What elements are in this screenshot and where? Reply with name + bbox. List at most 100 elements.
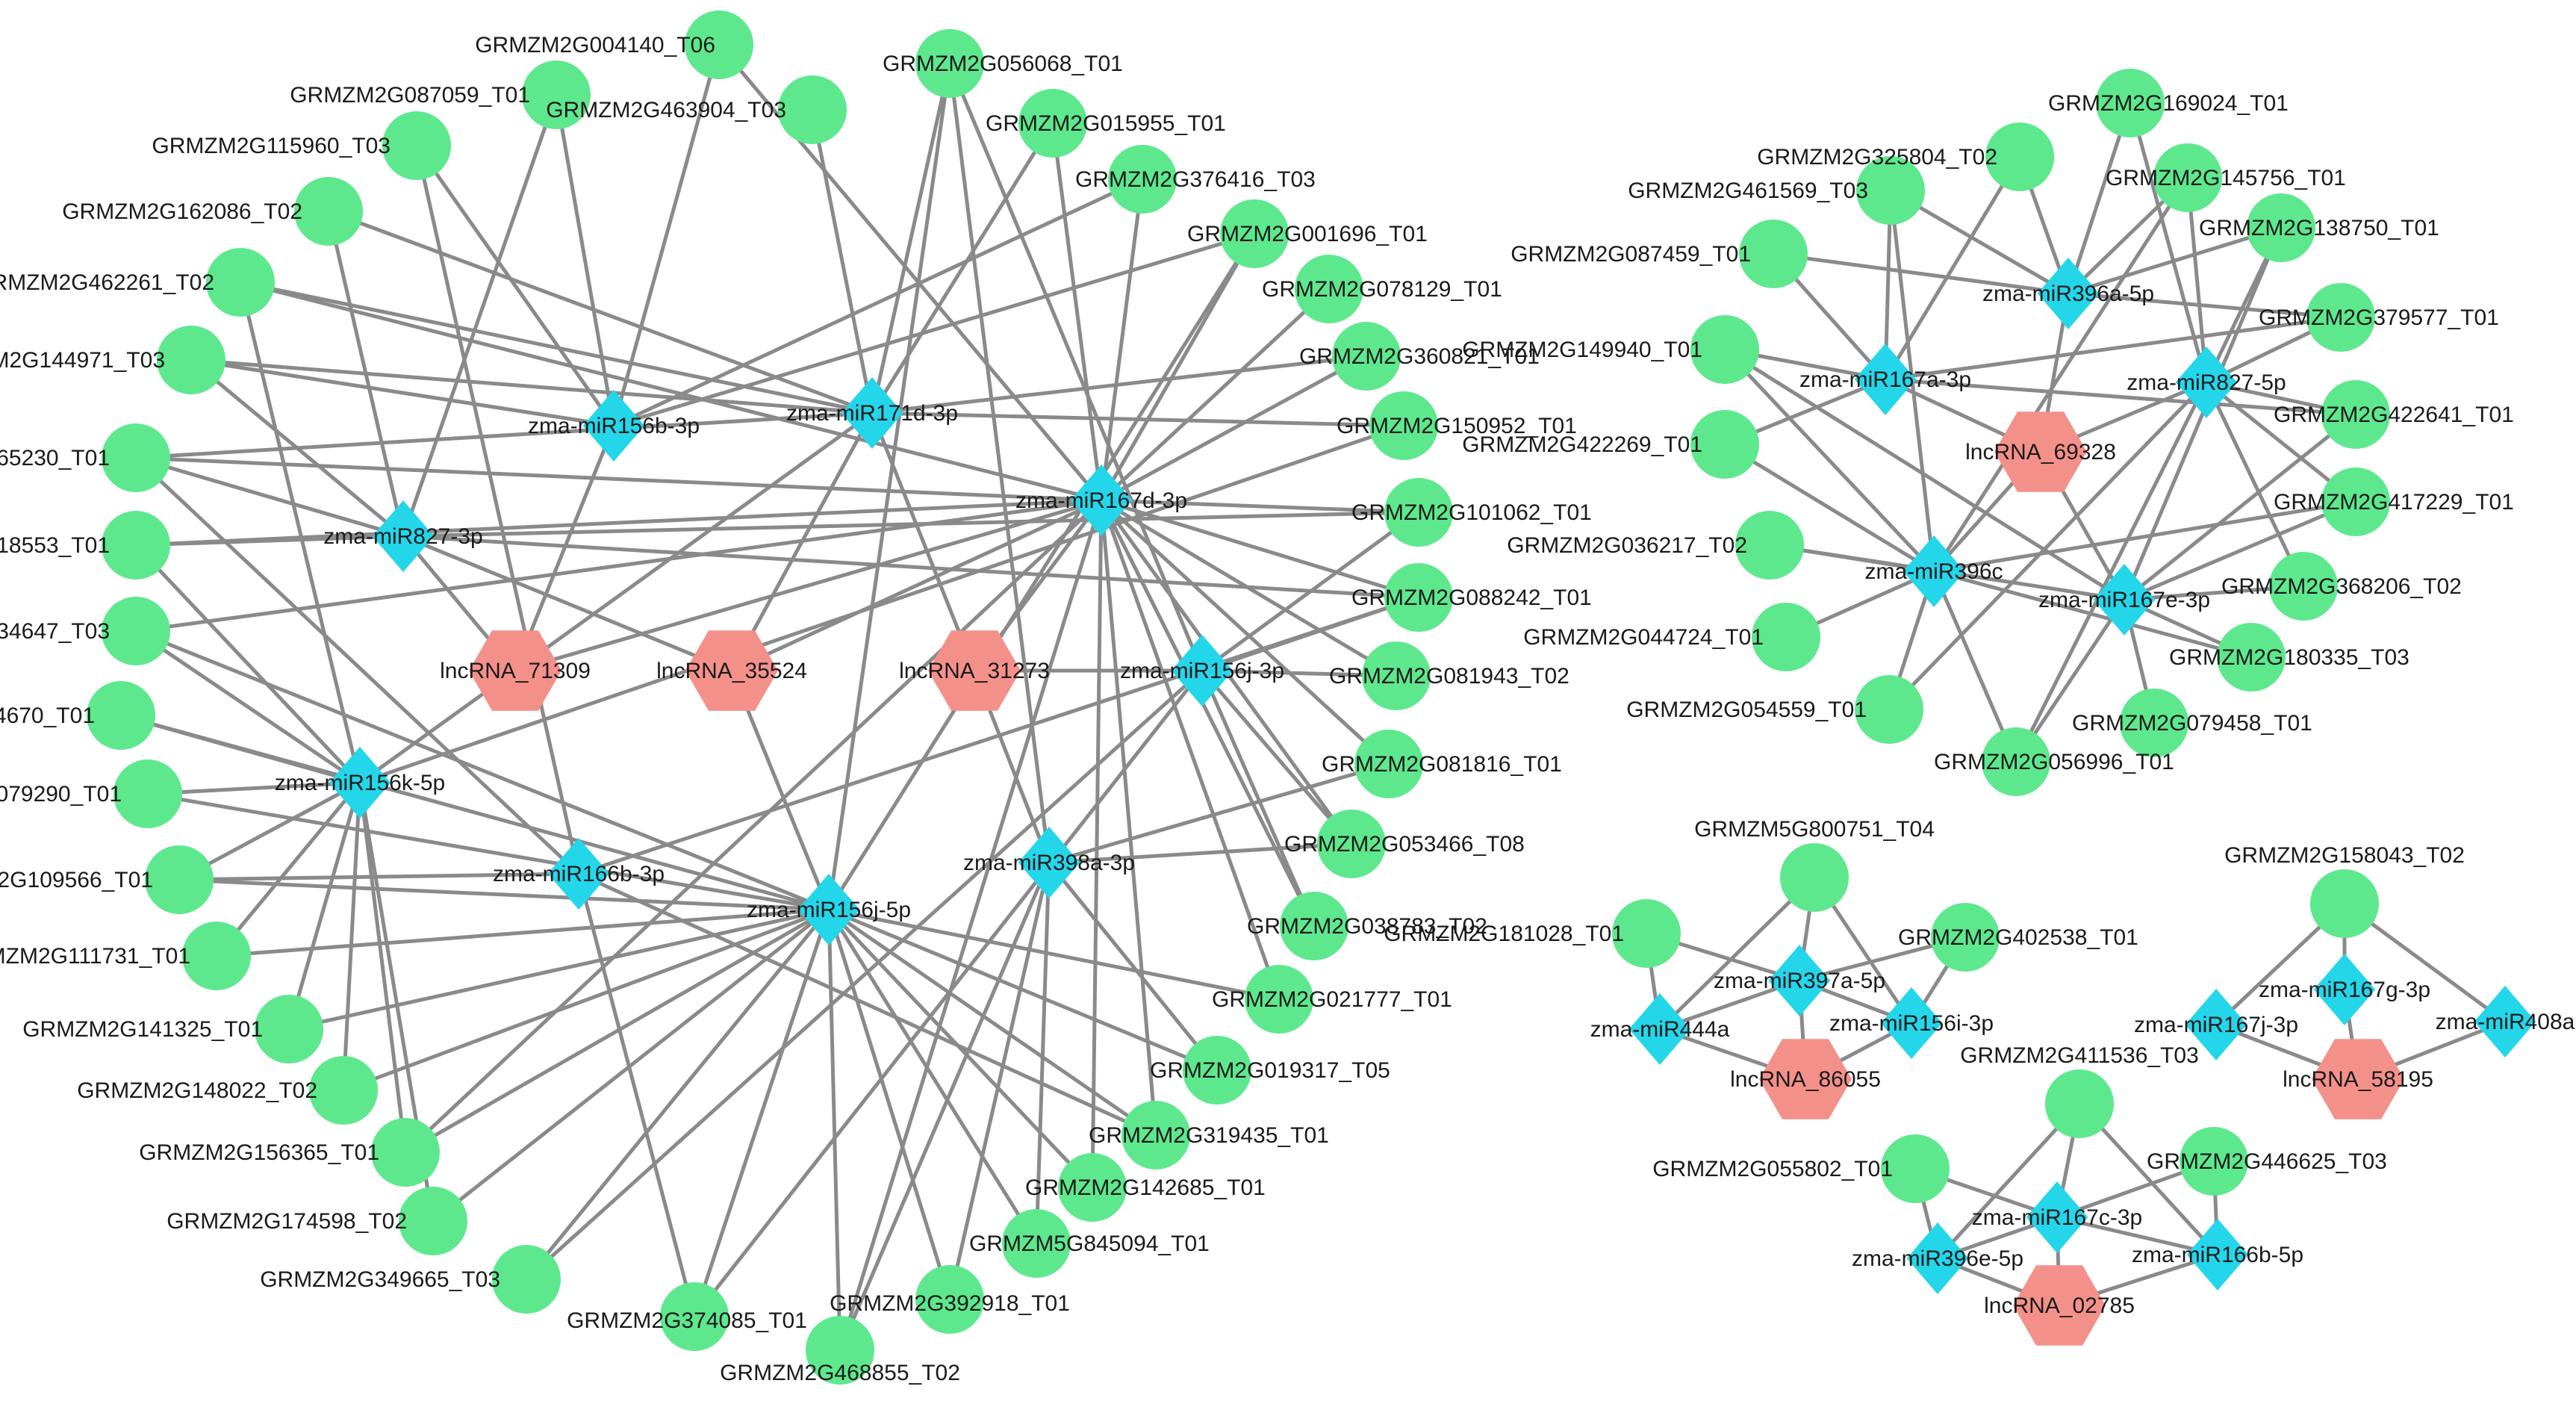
- mirna-node-zma-mir167j-3p: [2185, 989, 2247, 1060]
- label-grmzm2g138750-t01: GRMZM2G138750_T01: [2199, 216, 2439, 240]
- label-grmzm2g461569-t03: GRMZM2G461569_T03: [1628, 178, 1868, 203]
- edge: [525, 669, 1204, 1281]
- mirna-node-zma-mir396a-5p: [2037, 258, 2100, 329]
- label-grmzm2g422269-t01: GRMZM2G422269_T01: [1462, 432, 1702, 457]
- label-grmzm2g374085-t01: GRMZM2G374085_T01: [567, 1308, 807, 1333]
- edge: [134, 544, 361, 784]
- edge: [1048, 762, 1390, 865]
- label-grmzm2g054559-t01: GRMZM2G054559_T01: [1626, 698, 1867, 722]
- gene-node-grmzm2g374085-t01: [660, 1282, 729, 1351]
- edge: [404, 499, 1103, 1154]
- edge: [359, 423, 1404, 785]
- label-zma-mir156i-3p: zma-miR156i-3p: [1829, 1011, 1994, 1036]
- edge: [1100, 354, 1368, 503]
- gene-node-grmzm2g379577-t01: [2306, 283, 2375, 352]
- label-grmzm2g018553-t01: GRMZM2G018553_T01: [0, 533, 110, 558]
- label-grmzm2g087059-t01: GRMZM2G087059_T01: [290, 83, 530, 108]
- label-grmzm2g463904-t03: GRMZM2G463904_T03: [546, 98, 786, 122]
- label-grmzm2g053466-t08: GRMZM2G053466_T08: [1284, 832, 1525, 857]
- gene-node-grmzm2g174598-t02: [399, 1187, 467, 1255]
- edge: [135, 411, 873, 460]
- gene-node-grmzm2g325804-t02: [1985, 122, 2054, 191]
- edge: [1099, 500, 1281, 1000]
- edge: [514, 411, 874, 673]
- edge: [190, 358, 873, 415]
- label-grmzm2g145756-t01: GRMZM2G145756_T01: [2106, 166, 2346, 190]
- label-zma-mir166b-3p: zma-miR166b-3p: [493, 862, 665, 886]
- gene-node-grmzm2g087059-t01: [522, 60, 591, 129]
- label-grmzm2g349665-t03: GRMZM2G349665_T03: [260, 1267, 500, 1292]
- label-grmzm2g088242-t01: GRMZM2G088242_T01: [1351, 585, 1592, 610]
- edge: [2204, 381, 2306, 588]
- mirna-node-zma-mir167a-3p: [1854, 344, 1917, 415]
- edge: [135, 534, 404, 547]
- label-grmzm2g079458-t01: GRMZM2G079458_T01: [2072, 711, 2312, 736]
- edge: [341, 782, 362, 1091]
- label-grmzm2g001696-t01: GRMZM2G001696_T01: [1187, 222, 1428, 246]
- edge: [827, 907, 1157, 1137]
- gene-node-grmzm2g055802-t01: [1881, 1134, 1950, 1203]
- edge: [2128, 102, 2209, 383]
- edge: [613, 232, 1255, 428]
- edge: [948, 862, 1051, 1300]
- label-grmzm2g462261-t02: GRMZM2G462261_T02: [0, 270, 214, 295]
- edge: [1200, 669, 1316, 928]
- edge: [525, 908, 830, 1281]
- label-zma-mir167d-3p: zma-miR167d-3p: [1015, 488, 1187, 513]
- edge: [513, 425, 616, 671]
- gene-node-grmzm2g001696-t01: [1220, 199, 1289, 268]
- label-grmzm2g036217-t02: GRMZM2G036217_T02: [1507, 533, 1747, 558]
- mirna-node-zma-mir827-5p: [2175, 347, 2238, 418]
- edge: [827, 232, 1257, 911]
- edge: [147, 780, 361, 796]
- label-grmzm2g081816-t01: GRMZM2G081816_T01: [1322, 752, 1562, 777]
- gene-node-grmzm2g169024-t01: [2096, 69, 2165, 137]
- gene-node-grmzm2g422641-t01: [2321, 380, 2390, 449]
- label-zma-mir167j-3p: zma-miR167j-3p: [2134, 1013, 2298, 1037]
- lncrna-node-lncrna-35524: [685, 630, 778, 711]
- edge: [1090, 500, 1104, 1188]
- edge: [612, 177, 1144, 428]
- edge: [827, 908, 1094, 1189]
- edge: [287, 782, 362, 1030]
- gene-node-grmzm2g138750-t01: [2247, 193, 2315, 262]
- mirna-node-zma-mir408a: [2474, 986, 2536, 1057]
- edge: [1933, 569, 2252, 659]
- lncrna-node-lncrna-71309: [469, 630, 561, 711]
- gene-node-grmzm2g109566-t01: [145, 845, 214, 914]
- mirna-node-zma-mir166b-3p: [547, 838, 610, 910]
- edge: [576, 873, 697, 1317]
- label-grmzm2g325804-t02: GRMZM2G325804_T02: [1757, 145, 1997, 170]
- gene-node-grmzm2g158043-t02: [2310, 869, 2379, 938]
- gene-node-grmzm2g053466-t08: [1317, 810, 1386, 878]
- edge: [2056, 1215, 2218, 1257]
- edge: [1658, 876, 1816, 1031]
- gene-node-grmzm2g142685-t01: [1058, 1153, 1127, 1222]
- edge: [1885, 315, 2342, 382]
- gene-node-grmzm2g468855-t02: [806, 1316, 874, 1385]
- label-lncrna-86055: lncRNA_86055: [1730, 1067, 1881, 1092]
- label-zma-mir444a: zma-miR444a: [1590, 1017, 1730, 1042]
- label-zma-mir156k-5p: zma-miR156k-5p: [275, 771, 445, 795]
- label-grmzm2g422641-t01: GRMZM2G422641_T01: [2274, 403, 2514, 427]
- label-grmzm5g800751-t04: GRMZM5G800751_T04: [1694, 817, 1935, 842]
- edge: [838, 862, 1051, 1351]
- gene-node-grmzm2g360821-t01: [1332, 322, 1401, 391]
- mirna-node-zma-mir167c-3p: [2026, 1181, 2088, 1253]
- edge: [810, 109, 874, 414]
- mirna-node-zma-mir396e-5p: [1906, 1223, 1969, 1294]
- gene-node-grmzm2g162086-t02: [294, 177, 363, 246]
- label-grmzm2g111731-t01: GRMZM2G111731_T01: [0, 944, 190, 969]
- edge: [1048, 842, 1352, 865]
- edge: [120, 713, 830, 912]
- edge: [1034, 862, 1051, 1244]
- label-zma-mir156j-3p: zma-miR156j-3p: [1120, 659, 1284, 683]
- edge: [1888, 381, 2208, 711]
- label-zma-mir167c-3p: zma-miR167c-3p: [1972, 1205, 2142, 1230]
- mirna-node-zma-mir396c: [1903, 535, 1965, 607]
- edge: [1932, 571, 2018, 762]
- label-grmzm2g056068-t01: GRMZM2G056068_T01: [883, 52, 1123, 76]
- gene-node-grmzm2g101062-t01: [1384, 478, 1453, 547]
- label-lncrna-02785: lncRNA_02785: [1984, 1293, 2135, 1318]
